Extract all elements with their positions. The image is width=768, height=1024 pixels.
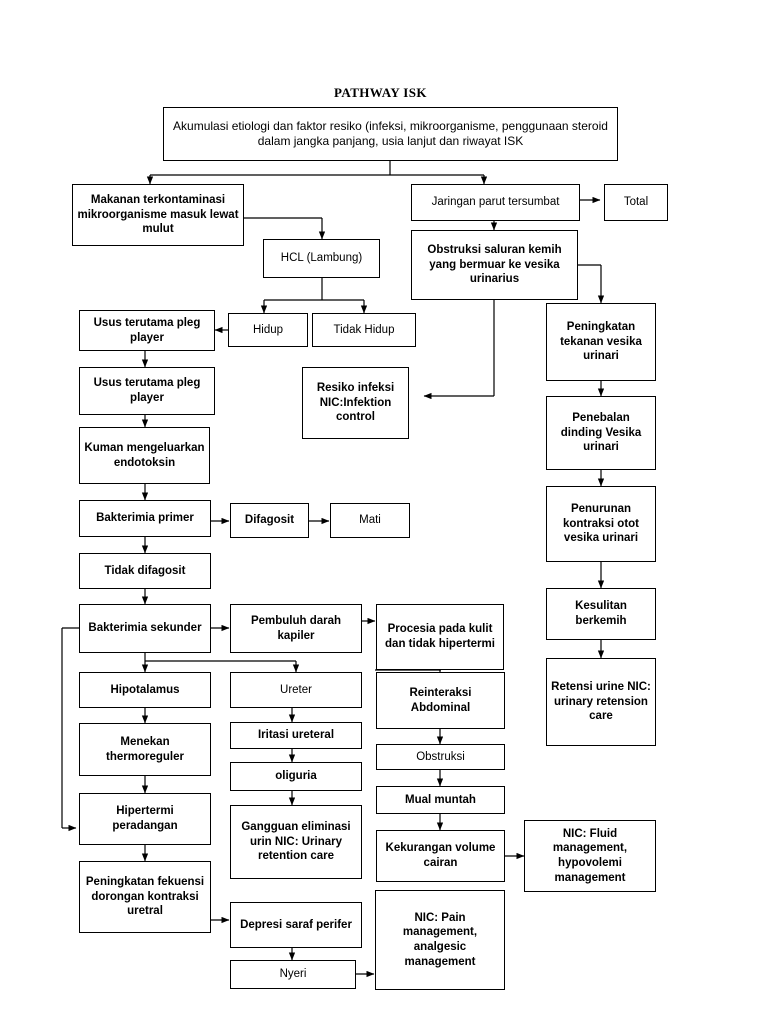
node-menekan-thermoreguler[interactable]: Menekan thermoreguler [79,723,211,776]
node-ureter[interactable]: Ureter [230,672,362,708]
node-retensi-urine[interactable]: Retensi urine NIC: urinary retension car… [546,658,656,746]
node-iritasi-ureteral[interactable]: Iritasi ureteral [230,722,362,749]
node-kuman-endotoksin[interactable]: Kuman mengeluarkan endotoksin [79,427,210,484]
node-procesia-pada-kulit[interactable]: Procesia pada kulit dan tidak hipertermi [376,604,504,670]
node-oliguria[interactable]: oliguria [230,762,362,791]
node-kesulitan-berkemih[interactable]: Kesulitan berkemih [546,588,656,640]
node-bakterimia-primer[interactable]: Bakterimia primer [79,500,211,537]
node-difagosit[interactable]: Difagosit [230,503,309,538]
node-tidak-difagosit[interactable]: Tidak difagosit [79,553,211,589]
node-root[interactable]: Akumulasi etiologi dan faktor resiko (in… [163,107,618,161]
node-tidak-hidup[interactable]: Tidak Hidup [312,313,416,347]
node-usus-terutama-pleg-player-2[interactable]: Usus terutama pleg player [79,367,215,415]
node-mati[interactable]: Mati [330,503,410,538]
node-kekurangan-volume-cairan[interactable]: Kekurangan volume cairan [376,830,505,882]
node-reinteraksi-abdominal[interactable]: Reinteraksi Abdominal [376,672,505,729]
node-peningkatan-fekuensi-dorongan[interactable]: Peningkatan fekuensi dorongan kontraksi … [79,861,211,933]
page-title: PATHWAY ISK [334,85,427,100]
node-makanan-terkontaminasi[interactable]: Makanan terkontaminasi mikroorganisme ma… [72,184,244,246]
node-total[interactable]: Total [604,184,668,221]
node-depresi-saraf-perifer[interactable]: Depresi saraf perifer [230,902,362,948]
node-resiko-infeksi[interactable]: Resiko infeksi NIC:Infektion control [302,367,409,439]
node-penurunan-kontraksi-otot[interactable]: Penurunan kontraksi otot vesika urinari [546,486,656,562]
node-hipotalamus[interactable]: Hipotalamus [79,672,211,708]
node-obstruksi-saluran-kemih[interactable]: Obstruksi saluran kemih yang bermuar ke … [411,230,578,300]
node-mual-muntah[interactable]: Mual muntah [376,786,505,814]
node-hcl-lambung[interactable]: HCL (Lambung) [263,239,380,278]
node-jaringan-parut[interactable]: Jaringan parut tersumbat [411,184,580,221]
node-peningkatan-tekanan-vesika[interactable]: Peningkatan tekanan vesika urinari [546,303,656,381]
node-penebalan-dinding-vesika[interactable]: Penebalan dinding Vesika urinari [546,396,656,470]
node-bakterimia-sekunder[interactable]: Bakterimia sekunder [79,604,211,653]
node-hidup[interactable]: Hidup [228,313,308,347]
node-usus-terutama-pleg-player-1[interactable]: Usus terutama pleg player [79,310,215,351]
node-pembuluh-darah-kapiler[interactable]: Pembuluh darah kapiler [230,604,362,653]
node-nic-fluid-management[interactable]: NIC: Fluid management, hypovolemi manage… [524,820,656,892]
node-nyeri[interactable]: Nyeri [230,960,356,989]
node-nic-pain-management[interactable]: NIC: Pain management, analgesic manageme… [375,890,505,990]
node-obstruksi[interactable]: Obstruksi [376,744,505,770]
node-hipertermi-peradangan[interactable]: Hipertermi peradangan [79,793,211,845]
node-gangguan-eliminasi-urin[interactable]: Gangguan eliminasi urin NIC: Urinary ret… [230,805,362,879]
